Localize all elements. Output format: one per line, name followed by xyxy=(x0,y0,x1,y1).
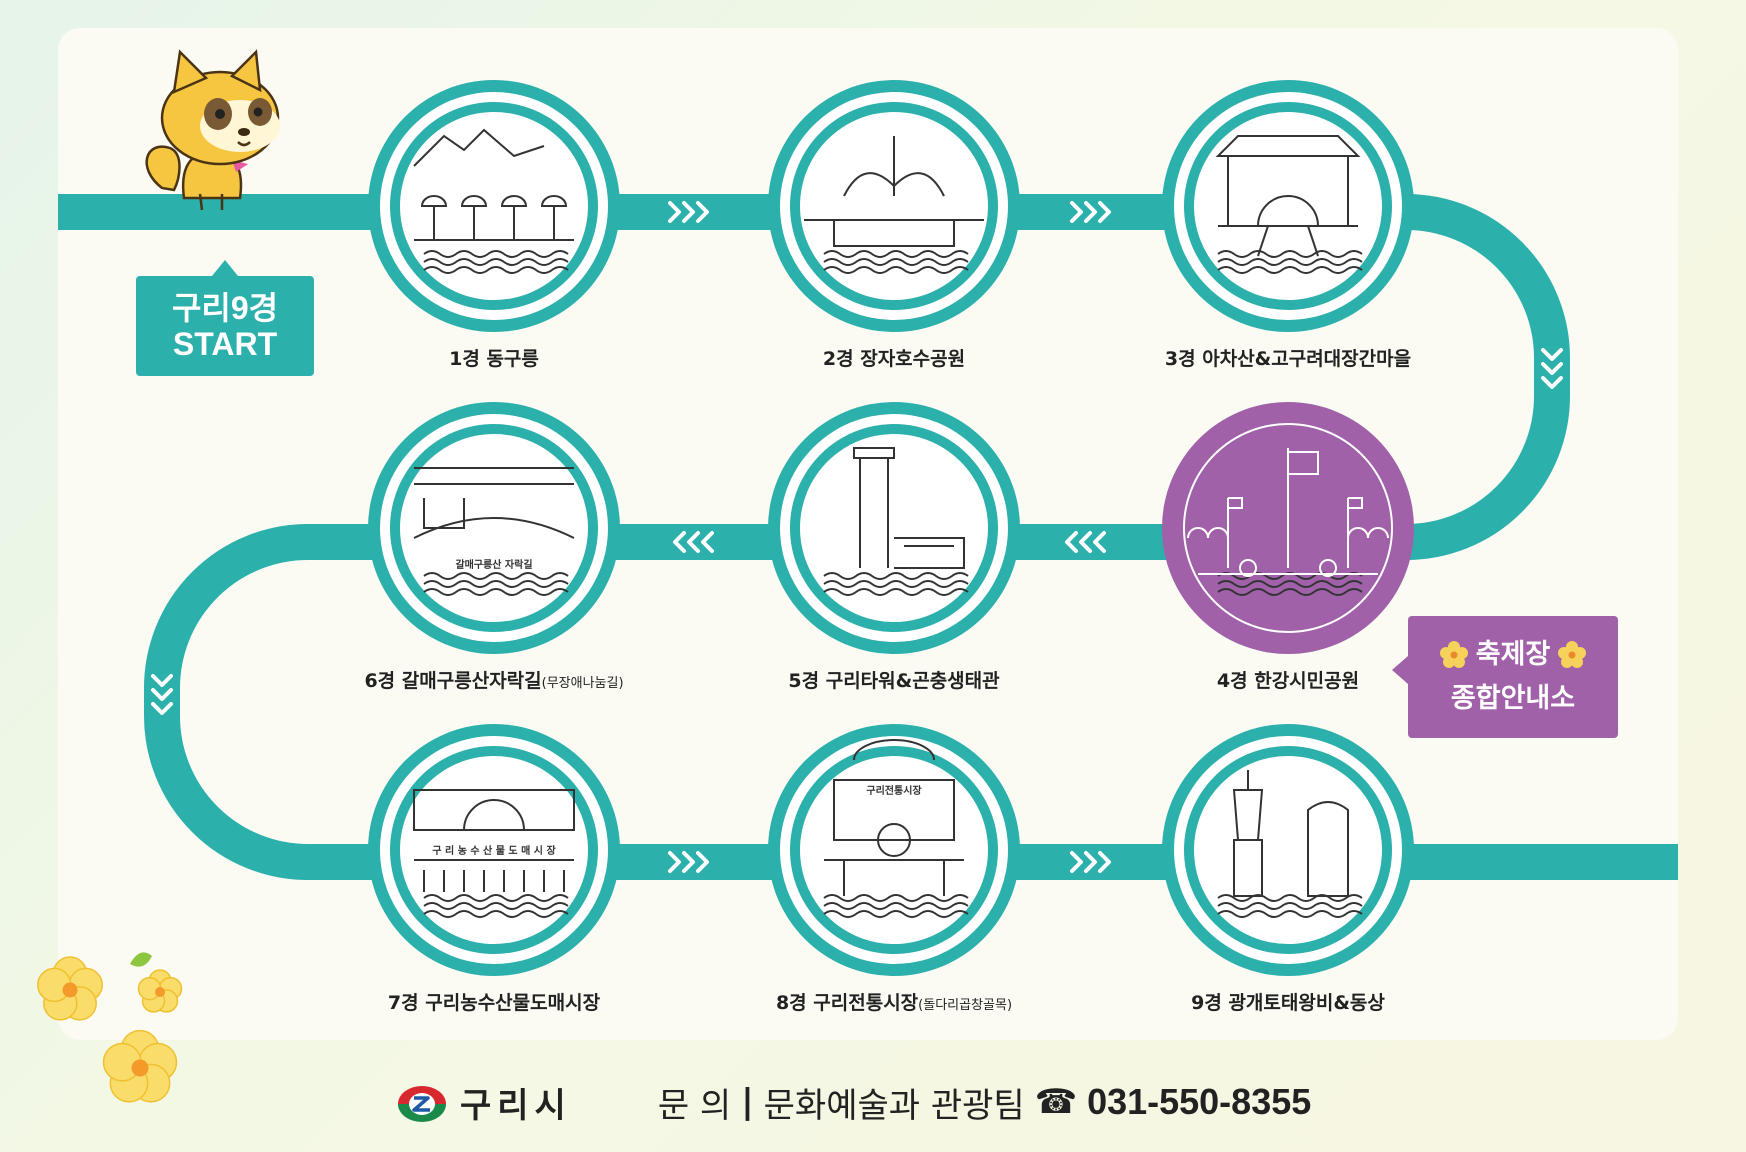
start-badge-title: 구리9경 xyxy=(171,290,279,326)
stop-name: 구리전통시장 xyxy=(813,992,919,1014)
stop-name: 구리타워&곤충생태관 xyxy=(825,670,1000,692)
contact-label: 문 의 xyxy=(657,1085,732,1126)
stop-number: 2경 xyxy=(822,348,861,370)
raccoon-mascot-icon xyxy=(145,49,280,216)
contact-department: 문화예술과 관광팀 xyxy=(763,1085,1025,1126)
stop-number: 4경 xyxy=(1216,670,1255,692)
stop-circle-face xyxy=(400,112,588,300)
stop-label[interactable]: 5경 구리타워&곤충생태관 xyxy=(788,666,999,693)
stop-name: 동구릉 xyxy=(486,348,539,370)
river-park-flag-icon xyxy=(1187,448,1389,596)
stop-3[interactable] xyxy=(1162,80,1414,332)
flower-icon xyxy=(1439,641,1468,668)
stop-number: 5경 xyxy=(788,670,826,692)
stop-sign-text: 갈매구릉산 자락길 xyxy=(455,558,532,571)
stop-number: 3경 xyxy=(1164,348,1203,370)
arrow-left-icon xyxy=(1065,531,1106,553)
stop-circle-face xyxy=(400,756,588,944)
stop-label[interactable]: 3경 아차산&고구려대장간마을 xyxy=(1165,344,1411,371)
stop-name: 한강시민공원 xyxy=(1254,670,1360,692)
stop-circle-face xyxy=(800,112,988,300)
stop-number: 6경 xyxy=(364,670,402,692)
contact-info: 문 의 | 문화예술과 관광팀 ☎031-550-8355 xyxy=(658,1078,1311,1127)
stop-sign-text: 구 리 농 수 산 물 도 매 시 장 xyxy=(432,844,556,857)
stop-4[interactable] xyxy=(1162,402,1414,654)
stop-name: 갈매구릉산자락길 xyxy=(401,670,542,692)
stop-circle-face xyxy=(800,756,988,944)
stop-name: 구리농수산물도매시장 xyxy=(425,992,601,1014)
arrow-right-icon xyxy=(1070,201,1111,223)
stop-circle-face xyxy=(400,434,588,622)
arrow-right-icon xyxy=(668,851,709,873)
arrow-down-icon xyxy=(1541,348,1563,389)
stop-label[interactable]: 1경 동구릉 xyxy=(449,344,539,371)
stop-note: (무장애나눔길) xyxy=(541,676,624,691)
arrow-right-icon xyxy=(668,201,709,223)
stop-7[interactable]: 구 리 농 수 산 물 도 매 시 장 xyxy=(368,724,620,976)
stop-circle-inner-ring xyxy=(1183,423,1393,633)
city-name: 구리시 xyxy=(460,1085,572,1126)
festival-info-badge: 축제장 종합안내소 xyxy=(1392,616,1618,738)
stop-label[interactable]: 8경 구리전통시장(돌다리곱창골목) xyxy=(776,988,1012,1015)
arrow-down-icon xyxy=(151,674,173,715)
stop-2[interactable] xyxy=(768,80,1020,332)
stop-name: 광개토태왕비&동상 xyxy=(1228,992,1385,1014)
stop-9[interactable] xyxy=(1162,724,1414,976)
stop-label[interactable]: 6경 갈매구릉산자락길(무장애나눔길) xyxy=(364,666,623,693)
stop-circle-face xyxy=(1194,112,1382,300)
stop-number: 1경 xyxy=(449,348,487,370)
guri-city-emblem-icon xyxy=(398,1086,446,1122)
stop-label[interactable]: 4경 한강시민공원 xyxy=(1217,666,1359,693)
phone-icon: ☎ xyxy=(1034,1082,1078,1122)
start-badge: 구리9경 START xyxy=(136,260,314,376)
royal-tombs-icon xyxy=(413,128,574,274)
flower-icon xyxy=(102,1029,178,1103)
stop-1[interactable] xyxy=(368,80,620,332)
wholesale-market-icon xyxy=(413,789,575,918)
traditional-market-icon xyxy=(823,739,969,918)
king-statue-icon xyxy=(1217,770,1363,918)
flower-icon xyxy=(137,969,183,1013)
stop-circle-face xyxy=(800,434,988,622)
festival-badge-line2: 종합안내소 xyxy=(1450,683,1576,714)
flower-icon xyxy=(37,956,103,1021)
stop-label[interactable]: 7경 구리농수산물도매시장 xyxy=(388,988,600,1015)
stop-sign-text: 구리전통시장 xyxy=(866,784,922,797)
festival-badge-line1: 축제장 xyxy=(1475,639,1551,670)
stop-name: 장자호수공원 xyxy=(860,348,966,370)
stop-label[interactable]: 2경 장자호수공원 xyxy=(823,344,965,371)
trail-icon xyxy=(413,467,575,596)
flower-decoration-icon xyxy=(37,952,183,1103)
stop-label[interactable]: 9경 광개토태왕비&동상 xyxy=(1191,988,1385,1015)
tower-icon xyxy=(823,447,969,596)
contact-separator: | xyxy=(741,1082,754,1122)
stop-note: (돌다리곱창골목) xyxy=(918,998,1013,1013)
arrow-left-icon xyxy=(673,531,714,553)
stop-number: 8경 xyxy=(775,992,814,1014)
stop-number: 9경 xyxy=(1191,992,1229,1014)
fountain-park-icon xyxy=(804,136,984,274)
stop-6[interactable]: 갈매구릉산 자락길 xyxy=(368,402,620,654)
contact-phone[interactable]: 031-550-8355 xyxy=(1087,1081,1312,1122)
footer: 구리시 문 의 | 문화예술과 관광팀 ☎031-550-8355 xyxy=(396,1076,1376,1128)
stop-number: 7경 xyxy=(387,992,426,1014)
blacksmith-village-icon xyxy=(1215,135,1363,274)
stop-name: 아차산&고구려대장간마을 xyxy=(1202,348,1412,370)
stop-circle-face xyxy=(1194,756,1382,944)
city-logo: 구리시 xyxy=(396,1078,572,1127)
flower-icon xyxy=(1558,641,1587,668)
stop-8[interactable]: 구리전통시장 xyxy=(768,724,1020,976)
stop-5[interactable] xyxy=(768,402,1020,654)
arrow-right-icon xyxy=(1070,851,1111,873)
start-badge-start: START xyxy=(172,326,278,362)
